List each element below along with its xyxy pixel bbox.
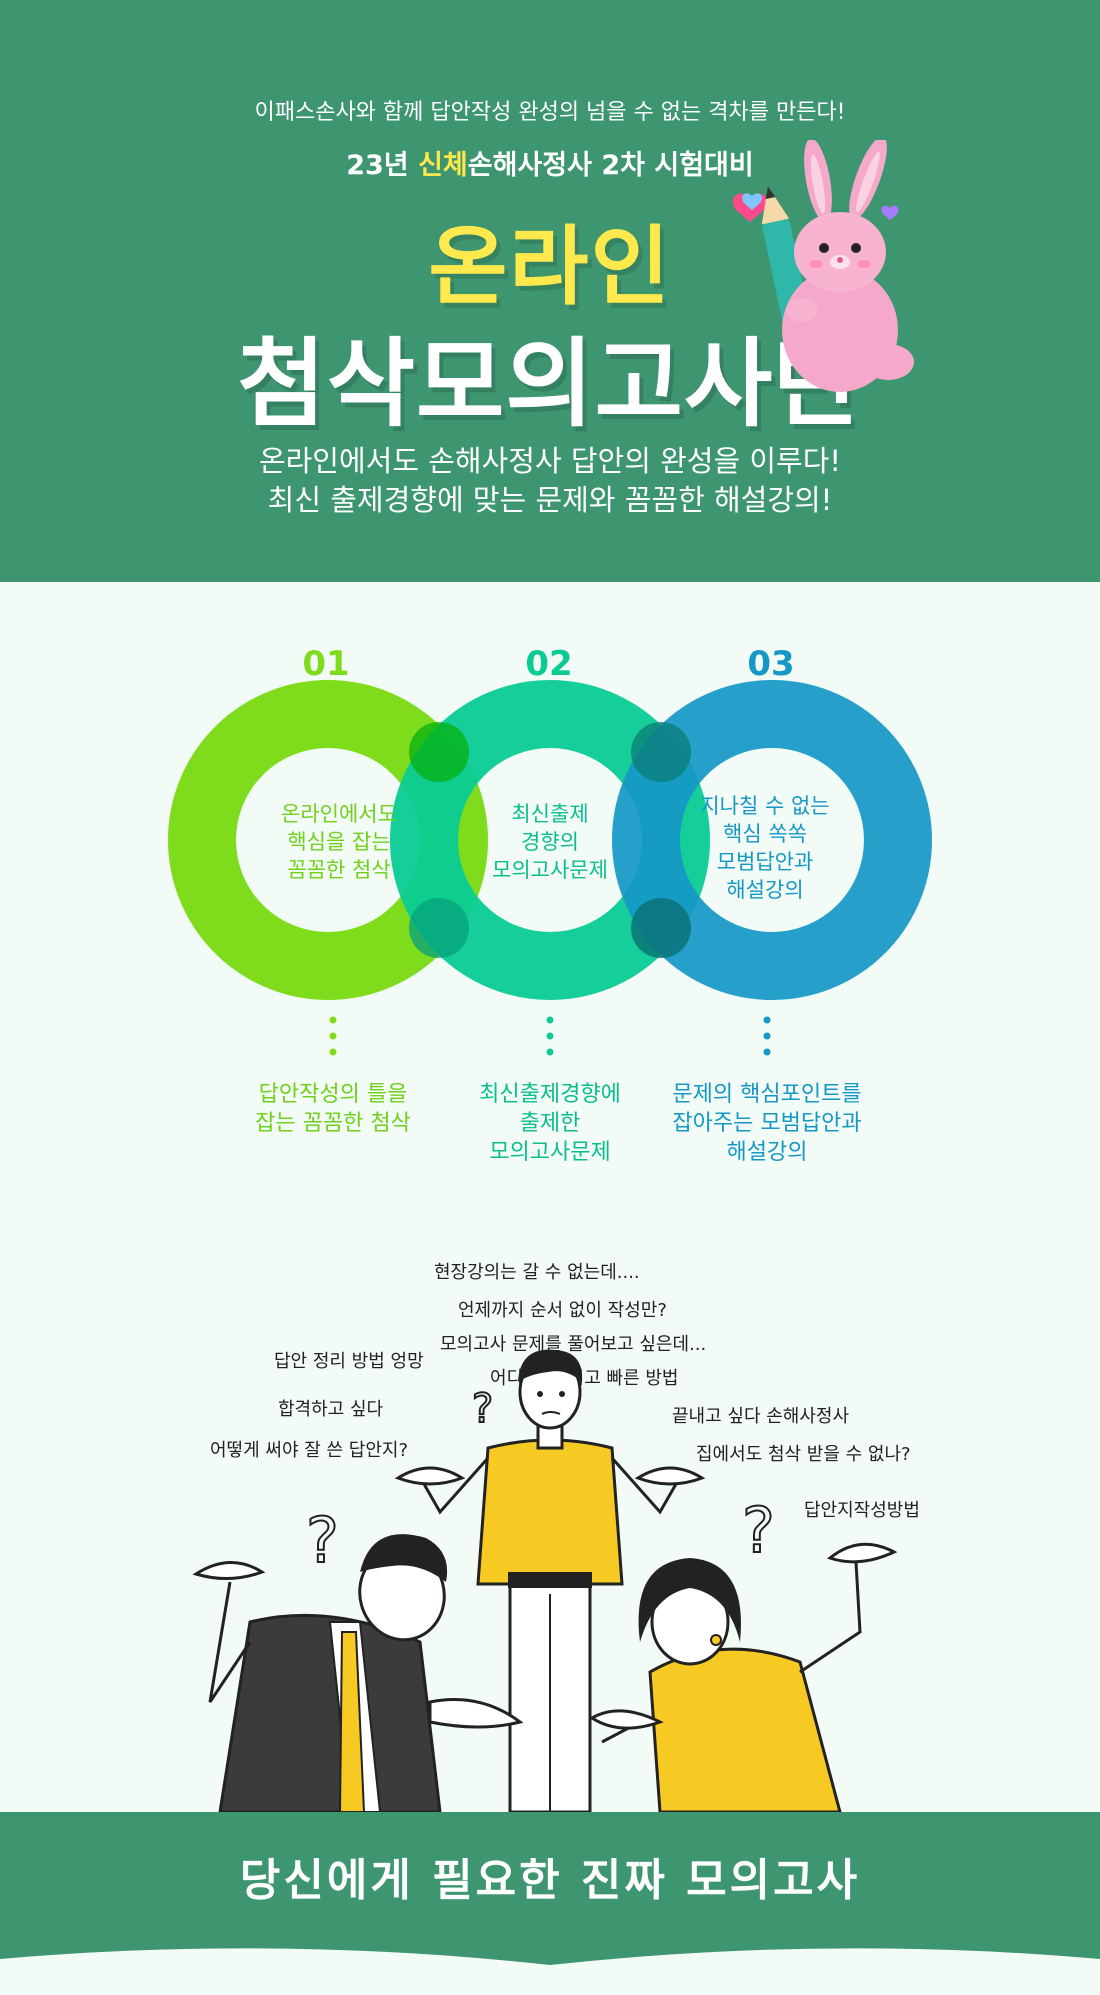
footer-title: 당신에게 필요한 진짜 모의고사 [239,1855,861,1906]
dotted-connector-3 [763,1016,771,1056]
thought-text: 합격하고 싶다 [278,1399,384,1420]
caption-line: 최신출제경향에 [479,1082,621,1107]
dotted-connector-2 [546,1016,554,1056]
circle-text-line: 꼼꼼한 첨삭 [287,858,391,882]
thought-text: 집에서도 첨삭 받을 수 없나? [696,1444,911,1465]
circle-text-line: 모의고사문제 [492,858,608,882]
circle-text-line: 모범답안과 [716,850,814,874]
hero-title-line1: 온라인 [428,217,672,317]
dotted-connector-1 [329,1016,337,1056]
exam-suffix: 손해사정사 2차 시험대비 [467,150,754,181]
sitting-man-figure [192,1534,524,1812]
caption-line: 모의고사문제 [489,1140,611,1165]
caption-line: 답안작성의 틀을 [258,1082,408,1107]
feature-caption-2: 최신출제경향에 출제한 모의고사문제 [435,1080,665,1167]
feature-circle-text-3: 지나칠 수 없는 핵심 쏙쏙 모범답안과 해설강의 [680,792,850,904]
book-edge-decoration [0,1948,1100,1995]
thought-text: 모의고사 문제를 풀어보고 싶은데... [440,1334,707,1355]
people-illustration: ? ? ? [192,1349,898,1812]
hero-subtitle-line2: 최신 출제경향에 맞는 문제와 꼼꼼한 해설강의! [267,483,833,517]
heart-icon [742,193,762,210]
caption-line: 해설강의 [726,1140,808,1165]
circle-text-line: 온라인에서도 [281,802,397,826]
question-mark-icon: ? [472,1386,493,1432]
circle-text-line: 해설강의 [726,878,804,902]
thought-text: 어떻게 써야 잘 쓴 답안지? [210,1440,409,1461]
hero-banner: 이패스손사와 함께 답안작성 완성의 넘을 수 없는 격차를 만든다! 23년 … [0,0,1100,582]
exam-prefix: 23년 [346,150,419,181]
exam-highlight: 신체 [418,150,468,181]
thought-text: 끝내고 싶다 손해사정사 [672,1406,850,1427]
bunny-mascot-illustration [732,140,914,392]
caption-line: 잡는 꼼꼼한 첨삭 [255,1111,411,1136]
thought-text: 현장강의는 갈 수 없는데.... [434,1262,640,1283]
feature-caption-3: 문제의 핵심포인트를 잡아주는 모범답안과 해설강의 [652,1080,882,1167]
hero-tagline: 이패스손사와 함께 답안작성 완성의 넘을 수 없는 격차를 만든다! [254,100,846,125]
circle-text-line: 지나칠 수 없는 [700,794,830,818]
heart-icon [881,205,899,220]
feature-circle-text-2: 최신출제 경향의 모의고사문제 [465,800,635,884]
standing-man-figure [394,1349,706,1812]
sitting-woman-figure [589,1542,898,1812]
feature-number-1: 01 [302,644,350,684]
feature-number-2: 02 [525,644,573,684]
question-mark-icon: ? [306,1504,339,1577]
features-section: 01 02 03 온라인에서도 핵심을 잡는 꼼꼼한 첨삭 최신출제 경향의 모… [0,582,1100,1222]
caption-line: 출제한 [519,1111,581,1136]
caption-line: 문제의 핵심포인트를 [672,1082,862,1107]
feature-caption-1: 답안작성의 틀을 잡는 꼼꼼한 첨삭 [218,1080,448,1138]
circle-text-line: 최신출제 [511,802,589,826]
circle-text-line: 핵심 쏙쏙 [723,822,807,846]
feature-number-3: 03 [747,644,795,684]
worried-students-section: 현장강의는 갈 수 없는데.... 언제까지 순서 없이 작성만? 모의고사 문… [0,1222,1100,1812]
footer-banner: 당신에게 필요한 진짜 모의고사 [0,1812,1100,1995]
circle-text-line: 경향의 [521,830,579,854]
feature-circle-text-1: 온라인에서도 핵심을 잡는 꼼꼼한 첨삭 [254,800,424,884]
thought-text: 답안 정리 방법 엉망 [274,1351,424,1372]
thought-text: 답안지작성방법 [804,1500,920,1521]
hero-subtitle-line1: 온라인에서도 손해사정사 답안의 완성을 이루다! [258,444,842,478]
caption-line: 잡아주는 모범답안과 [672,1111,862,1136]
ring-3 [612,680,932,1000]
question-mark-icon: ? [742,1494,775,1567]
circle-text-line: 핵심을 잡는 [287,830,391,854]
hero-title-line2: 첨삭모의고사반 [237,328,863,440]
exam-heading: 23년 신체손해사정사 2차 시험대비 [0,143,1100,182]
infinity-rings-diagram [168,680,932,1056]
thought-text: 언제까지 순서 없이 작성만? [458,1300,667,1321]
